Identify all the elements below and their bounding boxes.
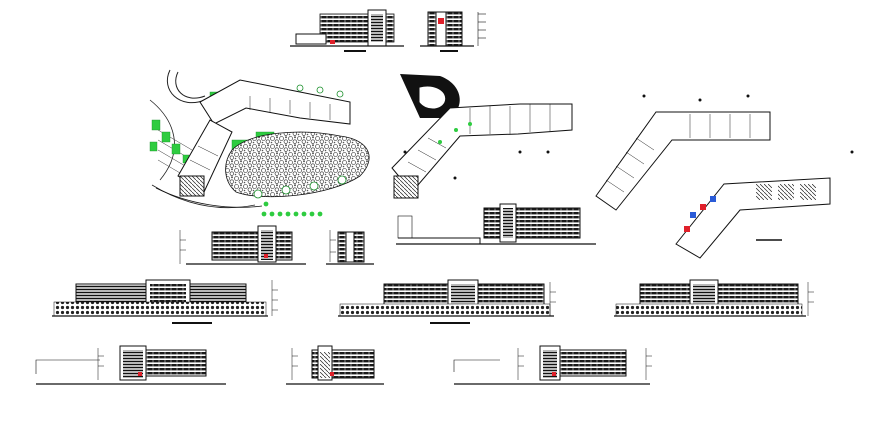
drawing-10 bbox=[338, 279, 556, 324]
drawing-13 bbox=[286, 345, 384, 385]
drawing-14 bbox=[453, 345, 652, 385]
drawing-6 bbox=[179, 225, 306, 265]
drawing-5 bbox=[595, 94, 854, 259]
drawing-4 bbox=[391, 74, 573, 199]
drawing-11 bbox=[614, 279, 814, 317]
drawing-12 bbox=[35, 345, 226, 385]
drawing-8 bbox=[396, 203, 596, 245]
drawing-7 bbox=[326, 230, 374, 265]
drawing-2 bbox=[420, 11, 486, 52]
drawing-1 bbox=[290, 9, 404, 52]
drawing-9 bbox=[52, 279, 278, 324]
drawing-3 bbox=[149, 69, 370, 217]
